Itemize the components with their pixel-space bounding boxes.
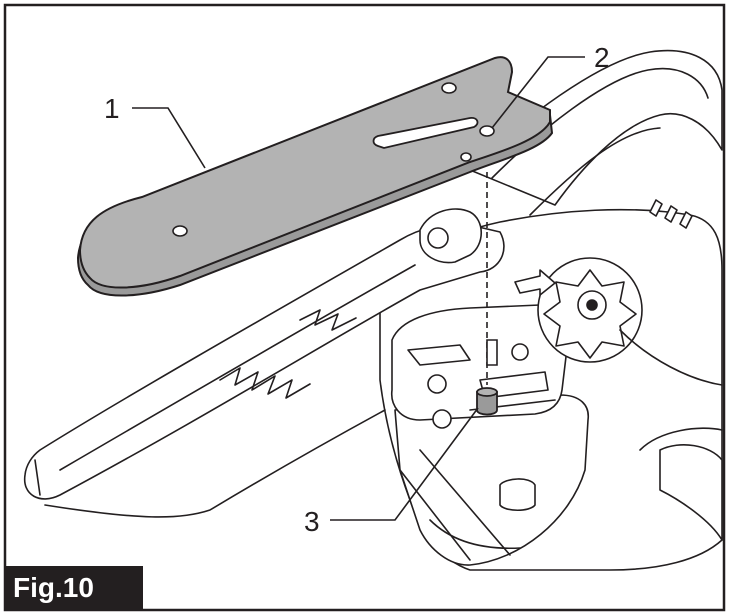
- chainsaw-body: [24, 49, 723, 571]
- housing-seam-2: [619, 329, 723, 386]
- leader-line-2: [491, 56, 585, 129]
- bar-stud: [486, 339, 498, 366]
- figure-label: Fig.10: [5, 566, 143, 610]
- serrated-edge: [219, 367, 311, 399]
- bar-hole-nose: [172, 225, 188, 237]
- lock-button: [499, 478, 536, 512]
- rear-arm-lower-line: [44, 409, 386, 518]
- rear-bar-arm: [24, 223, 505, 500]
- leader-line-1: [132, 107, 206, 169]
- figure-frame: [3, 3, 726, 612]
- guide-bar-face: [78, 56, 551, 289]
- callout-number-3: 3: [304, 506, 320, 537]
- callout-leaders: [132, 56, 585, 521]
- callout-number-2: 2: [594, 42, 610, 73]
- handle-loop: [469, 49, 723, 206]
- guide-bar: [76, 56, 554, 297]
- leader-line-3: [330, 407, 479, 521]
- bar-hole-top: [441, 82, 457, 94]
- mount-slot-a: [407, 344, 471, 366]
- vent-slot-2: [664, 205, 678, 223]
- mount-hole-b: [432, 409, 452, 429]
- serrated-edge-2: [299, 309, 357, 331]
- front-bracket-bolt: [427, 227, 449, 249]
- vent-slot-3: [679, 211, 693, 229]
- bar-hole-adjust: [479, 125, 495, 137]
- front-bracket: [419, 208, 483, 264]
- vent-slot-1: [649, 199, 663, 217]
- mount-hole-c: [511, 343, 529, 361]
- base-curve: [429, 519, 521, 550]
- callout-number-1: 1: [104, 93, 120, 124]
- housing-seam: [639, 427, 723, 451]
- lower-housing: [394, 394, 589, 566]
- handle-inner-line-2: [529, 127, 661, 216]
- sprocket-center: [586, 299, 598, 311]
- adjusting-pin: [476, 387, 498, 416]
- housing-edge-2: [419, 449, 511, 556]
- direction-arrow: [514, 269, 556, 296]
- rear-arm-tip: [34, 459, 41, 496]
- mount-hole-a: [427, 374, 447, 394]
- guide-bar-slot: [372, 117, 479, 149]
- bar-hole-small: [460, 152, 472, 162]
- rear-arm-inner-line: [59, 264, 416, 471]
- adjusting-pin-top: [476, 387, 498, 397]
- rear-handle-grip: [659, 444, 723, 541]
- housing-edge: [399, 469, 471, 561]
